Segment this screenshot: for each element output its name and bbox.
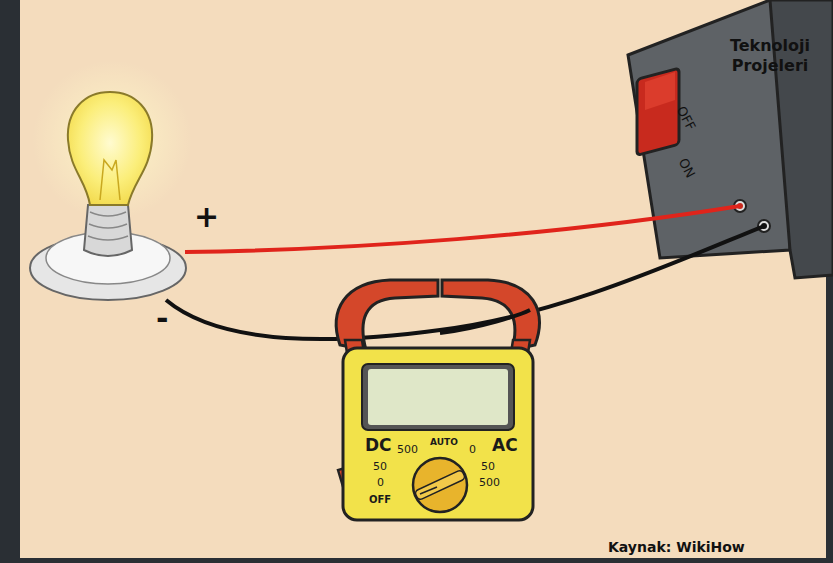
table-surface: [20, 0, 826, 558]
source-credit: Kaynak: WikiHow: [608, 540, 745, 555]
polarity-sign: -: [156, 302, 168, 335]
dc-label: DC: [365, 436, 392, 455]
range-value: 500: [479, 477, 500, 489]
switch-off-label: OFF: [673, 104, 697, 133]
range-value: 50: [373, 461, 387, 473]
auto-label: AUTO: [430, 438, 458, 448]
clamp-meter-drawing: [336, 280, 539, 520]
power-supply: Teknoloji ProjeleriOFF ON: [628, 0, 833, 280]
brand-label: Teknoloji Projeleri: [714, 36, 826, 76]
red-wire: [185, 206, 740, 252]
power-supply-drawing: [628, 0, 833, 278]
switch-on-label: ON: [675, 156, 697, 180]
lamp-drawing: [30, 60, 192, 300]
polarity-sign: +: [194, 200, 219, 233]
clamp-meter: DC500500OFFAUTO050500AC: [335, 280, 545, 525]
range-value: 50: [481, 461, 495, 473]
off-label: OFF: [369, 494, 391, 505]
range-value: 0: [469, 444, 476, 456]
range-value: 0: [377, 477, 384, 489]
range-value: 500: [397, 444, 418, 456]
ac-label: AC: [492, 436, 518, 455]
